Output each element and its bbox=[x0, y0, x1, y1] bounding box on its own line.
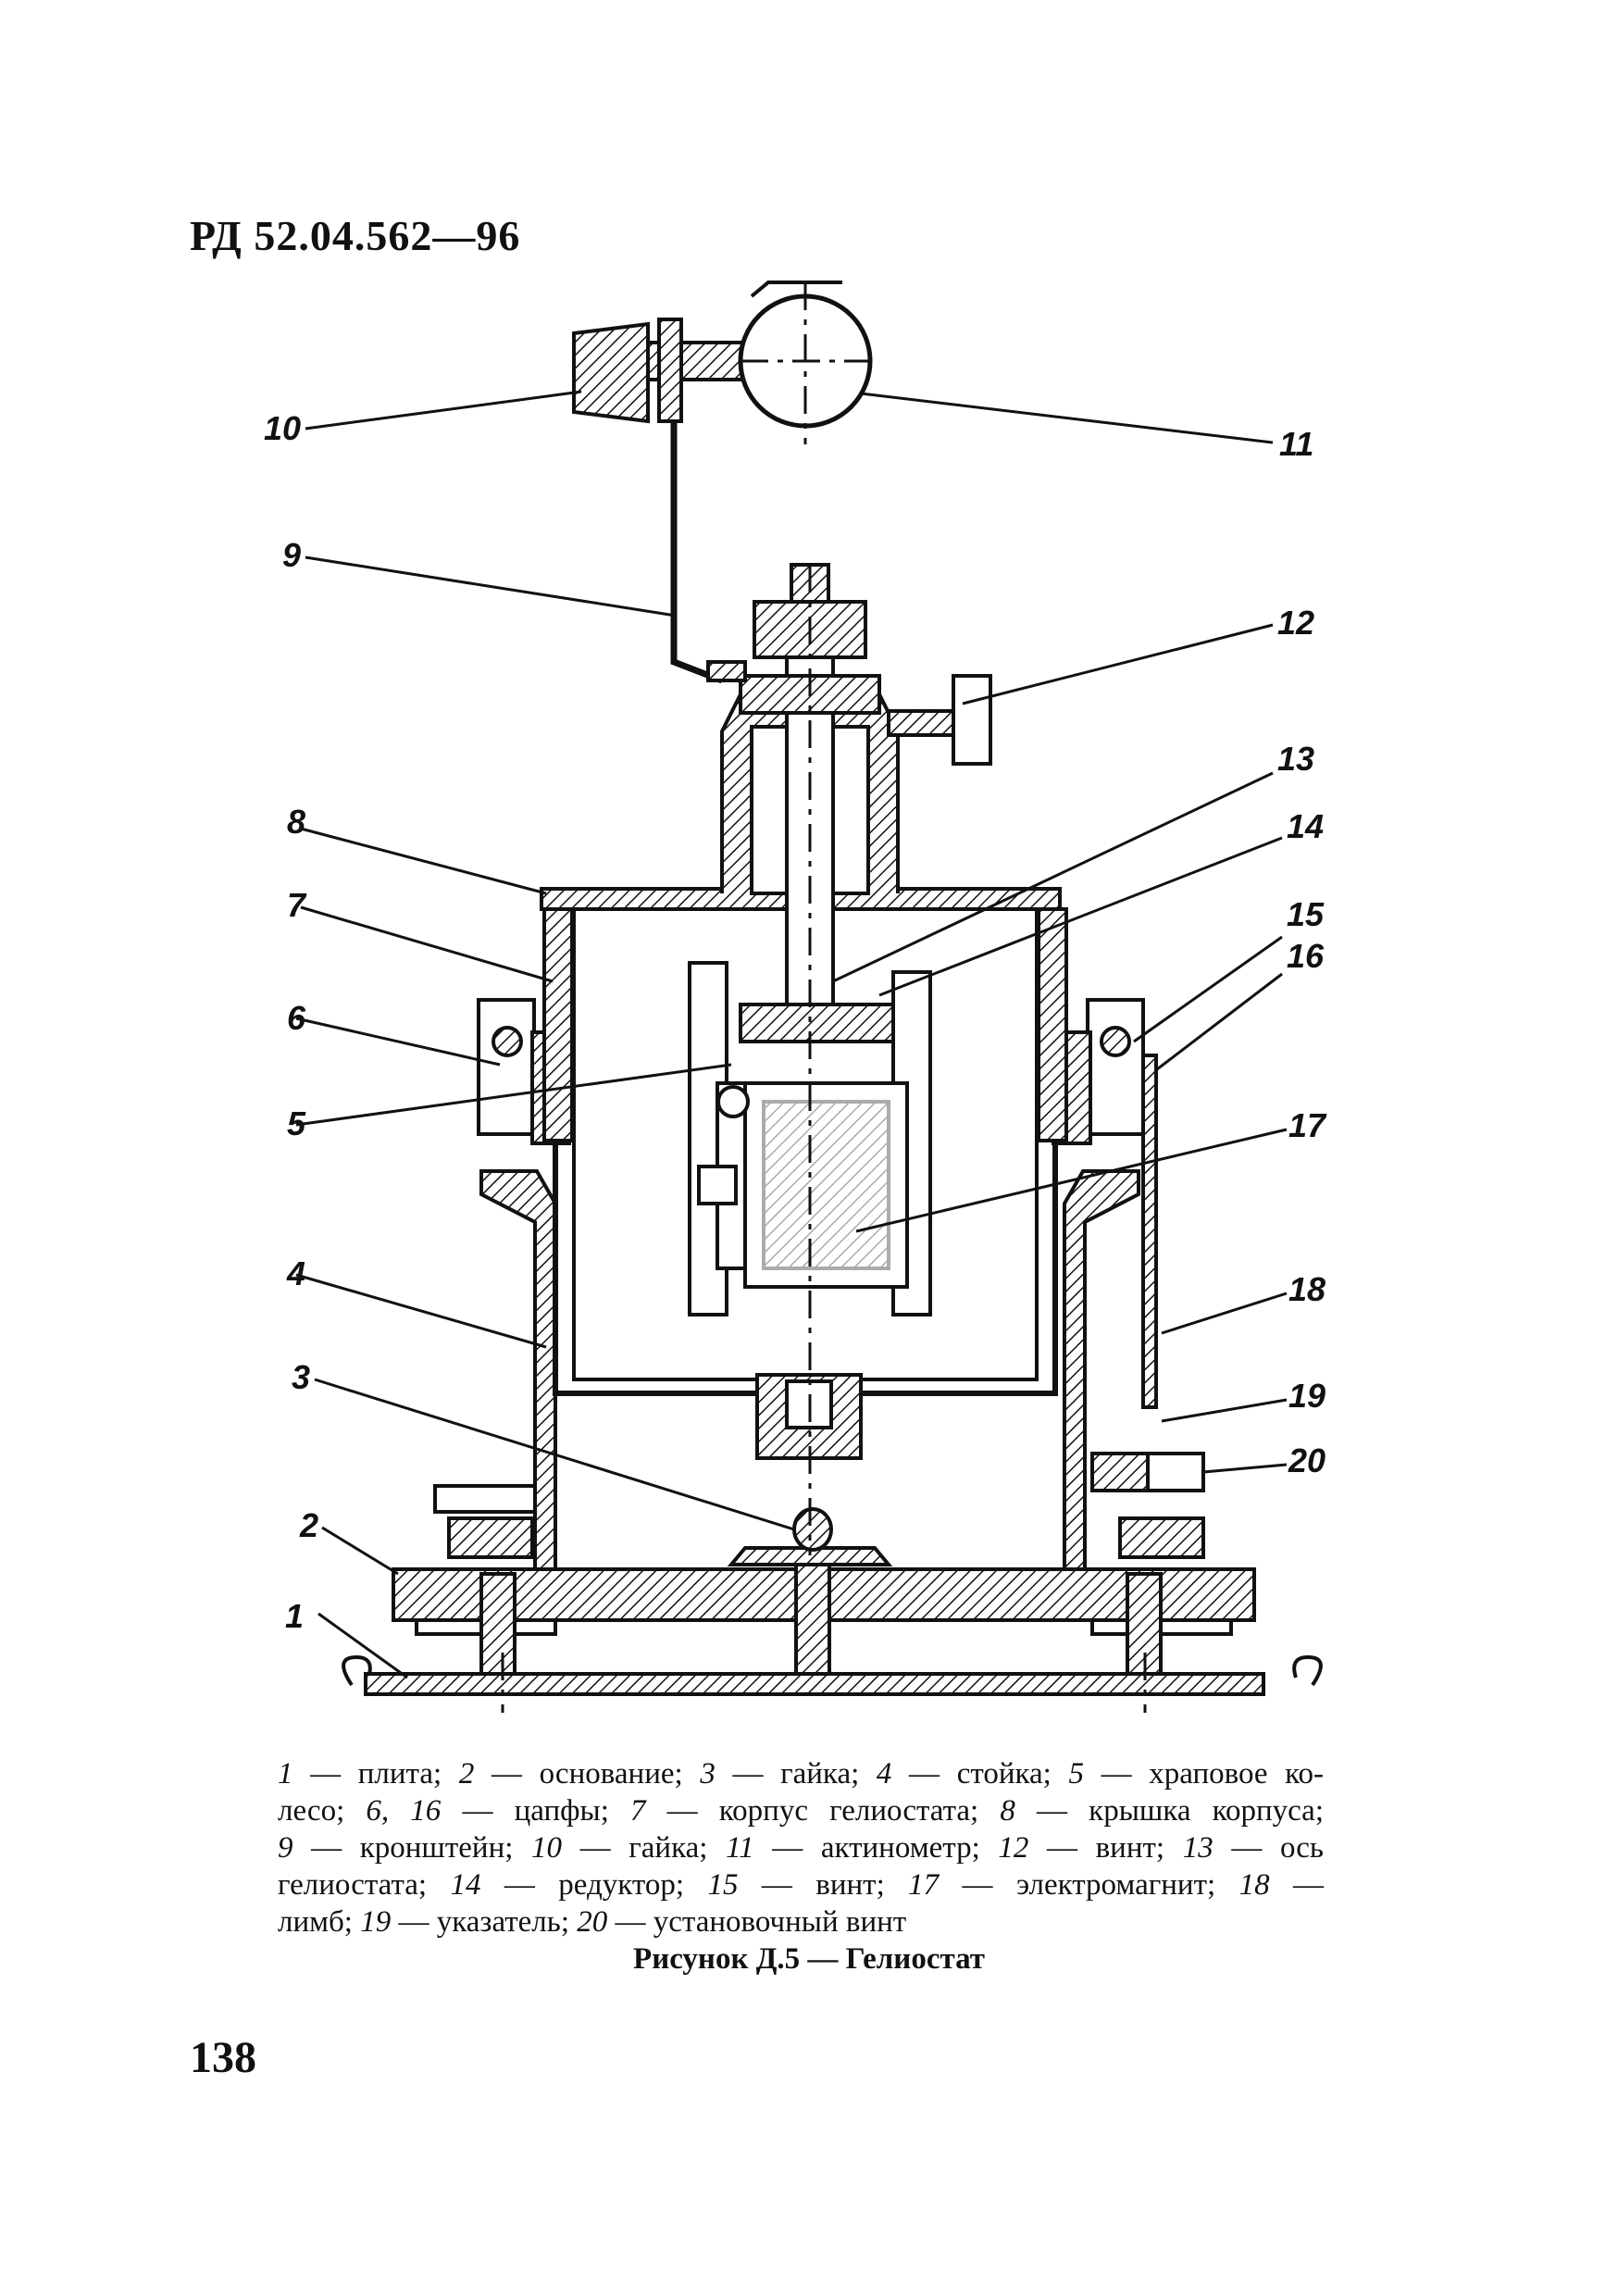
callout-11: 11 bbox=[1279, 425, 1313, 463]
callout-9: 9 bbox=[282, 536, 301, 574]
callout-2: 2 bbox=[299, 1506, 318, 1544]
callout-20: 20 bbox=[1288, 1441, 1326, 1479]
callout-13: 13 bbox=[1277, 740, 1314, 778]
legend-line: лесо; 6, 16 — цапфы; 7 — корпус гелиоста… bbox=[278, 1794, 1324, 1828]
callout-8: 8 bbox=[287, 803, 305, 841]
callout-12: 12 bbox=[1277, 604, 1314, 642]
page-number: 138 bbox=[190, 2033, 256, 2082]
legend-line: лимб; 19 — указатель; 20 — установочный … bbox=[278, 1905, 907, 1939]
callout-16: 16 bbox=[1287, 937, 1325, 975]
callout-19: 19 bbox=[1288, 1377, 1326, 1415]
callout-14: 14 bbox=[1287, 807, 1324, 845]
callout-5: 5 bbox=[287, 1104, 306, 1142]
legend-line: 1 — плита; 2 — основание; 3 — гайка; 4 —… bbox=[278, 1757, 1324, 1791]
callout-18: 18 bbox=[1288, 1270, 1326, 1308]
callout-15: 15 bbox=[1287, 895, 1325, 933]
callout-4: 4 bbox=[286, 1254, 305, 1292]
document-header: РД 52.04.562—96 bbox=[190, 212, 521, 259]
callout-17: 17 bbox=[1288, 1106, 1327, 1144]
figure-legend: 1 — плита; 2 — основание; 3 — гайка; 4 —… bbox=[278, 1755, 1324, 1940]
legend-line: 9 — кронштейн; 10 — гайка; 11 — актиноме… bbox=[278, 1831, 1324, 1865]
callout-10: 10 bbox=[264, 409, 301, 447]
callout-3: 3 bbox=[292, 1358, 310, 1396]
legend-line: гелиостата; 14 — редуктор; 15 — винт; 17… bbox=[278, 1868, 1324, 1902]
callout-1: 1 bbox=[285, 1597, 304, 1635]
callout-7: 7 bbox=[287, 886, 307, 924]
callout-6: 6 bbox=[287, 999, 306, 1037]
figure-caption: Рисунок Д.5 — Гелиостат bbox=[633, 1942, 985, 1976]
